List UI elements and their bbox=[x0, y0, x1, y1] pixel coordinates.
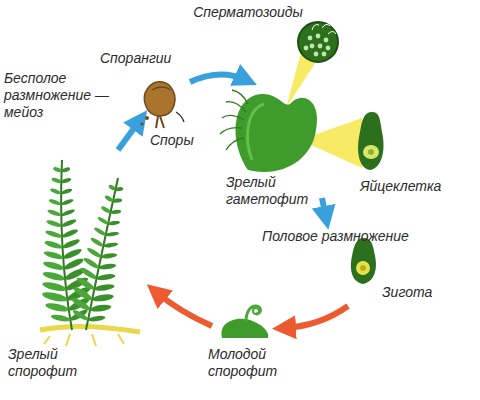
archegonium bbox=[358, 112, 383, 170]
fern-sporophyte bbox=[40, 160, 140, 346]
cycle-arrow bbox=[118, 120, 140, 150]
sporangium bbox=[140, 82, 184, 128]
gametophyte bbox=[220, 90, 317, 172]
cycle-arrow bbox=[156, 292, 212, 326]
caption-label: Сперматозоиды bbox=[192, 4, 304, 21]
caption-label: Споры bbox=[150, 132, 210, 149]
caption-label: Зрелый спорофит bbox=[8, 346, 94, 380]
antheridium bbox=[298, 22, 338, 62]
young-sporophyte bbox=[221, 306, 268, 338]
cycle-arrow bbox=[322, 198, 326, 218]
caption-label: Молодой спорофит bbox=[208, 346, 294, 380]
caption-label: Спорангии bbox=[100, 50, 188, 67]
caption-label: Бесполое размножение — мейоз bbox=[4, 70, 118, 121]
cycle-arrow bbox=[190, 74, 246, 82]
caption-label: Зрелый гаметофит bbox=[226, 174, 304, 208]
caption-label: Половое размножение bbox=[262, 228, 452, 245]
zygote bbox=[351, 238, 376, 284]
cycle-arrow bbox=[284, 306, 348, 328]
caption-label: Зигота bbox=[382, 284, 452, 301]
caption-label: Яйцеклетка bbox=[360, 178, 460, 195]
